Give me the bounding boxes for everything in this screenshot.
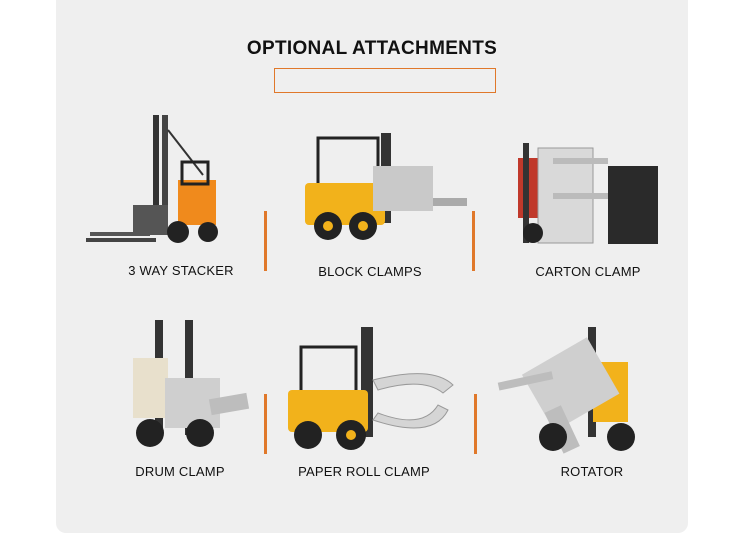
divider bbox=[264, 211, 267, 271]
section-title: OPTIONAL ATTACHMENTS bbox=[246, 38, 498, 59]
label-drum-clamp: DRUM CLAMP bbox=[135, 464, 225, 479]
paper-roll-clamp-forklift-icon bbox=[288, 327, 454, 450]
attachments-panel: OPTIONAL ATTACHMENTS bbox=[56, 0, 688, 533]
rotator-item[interactable] bbox=[493, 322, 643, 457]
carton-clamp-forklift-icon bbox=[518, 143, 658, 244]
label-paper-roll-clamp: PAPER ROLL CLAMP bbox=[298, 464, 430, 479]
carton-clamp-item[interactable] bbox=[513, 138, 663, 248]
rotator-forklift-icon bbox=[497, 327, 635, 454]
paper-roll-clamp-item[interactable] bbox=[283, 325, 458, 455]
label-3-way-stacker: 3 WAY STACKER bbox=[128, 263, 234, 278]
divider bbox=[474, 394, 477, 454]
stacker-item[interactable] bbox=[78, 110, 228, 250]
block-clamp-item[interactable] bbox=[303, 128, 473, 248]
divider bbox=[264, 394, 267, 454]
label-rotator: ROTATOR bbox=[560, 464, 624, 479]
divider bbox=[472, 211, 475, 271]
label-block-clamps: BLOCK CLAMPS bbox=[318, 264, 422, 279]
drum-clamp-item[interactable] bbox=[125, 318, 255, 453]
title-underline-box bbox=[274, 68, 496, 93]
block-clamp-forklift-icon bbox=[305, 133, 467, 240]
three-way-stacker-forklift-icon bbox=[86, 115, 218, 243]
drum-clamp-forklift-icon bbox=[133, 320, 250, 447]
label-carton-clamp: CARTON CLAMP bbox=[535, 264, 641, 279]
